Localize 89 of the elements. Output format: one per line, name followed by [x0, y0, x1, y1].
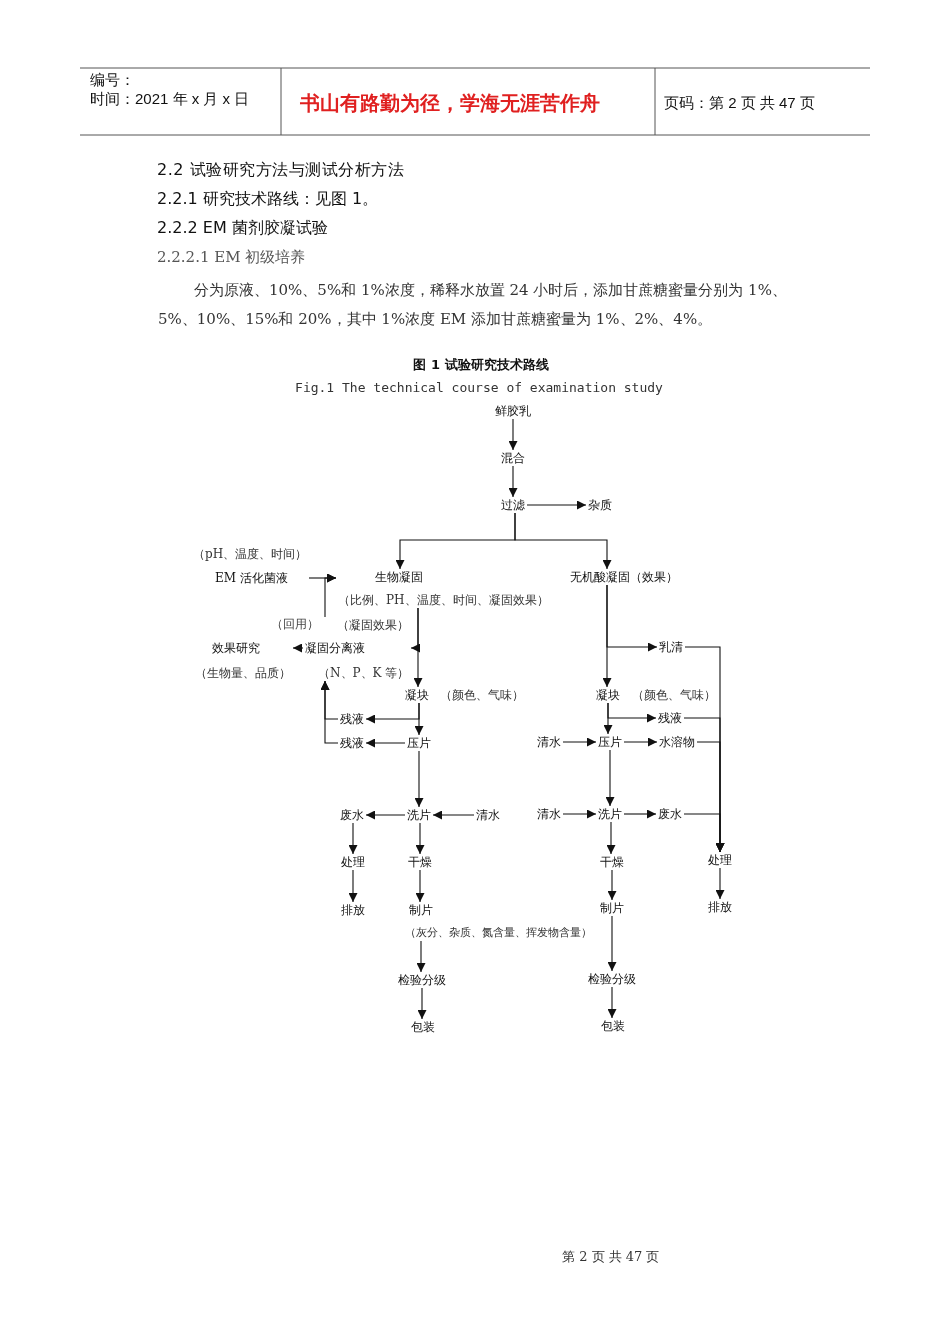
annotation-text: （pH、温度、时间） — [193, 547, 308, 561]
step-label: 包装 — [601, 1019, 625, 1033]
step-label: 生物凝固 — [375, 570, 423, 584]
arrow — [683, 813, 725, 853]
arrow — [324, 573, 337, 618]
date-text: 时间：2021 年 x 月 x 日 — [90, 90, 250, 109]
arrow — [415, 869, 425, 903]
step-label: 制片 — [600, 901, 624, 915]
step-label: 压片 — [407, 736, 431, 750]
step-label: 处理 — [708, 853, 732, 867]
body-paragraph: 分为原液、10%、5%和 1%浓度，稀释水放置 24 小时后，添加甘蔗糖蜜量分别为 1%、5%、10%、15%和 20%，其中 1%浓度 EM 添加甘蔗糖蜜量为 1%、2%、4%。 — [158, 280, 788, 330]
step-label: 残液 — [658, 711, 682, 725]
arrow — [562, 809, 597, 819]
arrow — [292, 643, 304, 653]
annotation-text: （灰分、杂质、氮含量、挥发物含量） — [405, 926, 592, 940]
step-label: 制片 — [409, 903, 433, 917]
annotation-text: （生物量、品质） — [195, 666, 291, 680]
arrow — [606, 821, 616, 855]
step-label: 鲜胶乳 — [495, 404, 531, 418]
page-number-text: 页码：第 2 页 共 47 页 — [664, 94, 815, 113]
page-footer: 第 2 页 共 47 页 — [562, 1248, 660, 1266]
step-label: 过滤 — [501, 498, 525, 512]
step-label: 压片 — [598, 735, 622, 749]
arrow — [508, 418, 518, 451]
step-label: 残液 — [340, 712, 364, 726]
arrow — [623, 737, 658, 747]
arrow — [715, 867, 725, 900]
arrow — [605, 749, 615, 807]
step-label: 清水 — [537, 807, 561, 821]
annotation-text: （N、P、K 等） — [318, 666, 410, 680]
step-label: 检验分级 — [398, 973, 446, 987]
step-label: 干燥 — [600, 855, 624, 869]
step-label: 废水 — [658, 807, 682, 821]
arrow — [348, 869, 358, 903]
section-heading: 2.2.2 EM 菌剂胶凝试验 — [157, 218, 328, 239]
step-label: 凝块 — [596, 688, 620, 702]
arrow — [607, 915, 617, 972]
section-heading: 2.2.2.1 EM 初级培养 — [157, 248, 306, 267]
step-label: 残液 — [340, 736, 364, 750]
step-label: 包装 — [411, 1020, 435, 1034]
arrow — [606, 584, 658, 652]
arrow — [514, 512, 612, 570]
arrow — [365, 810, 406, 820]
figure-caption: Fig.1 The technical course of examination study — [294, 380, 664, 395]
annotation-text: （凝固效果） — [337, 618, 409, 632]
step-label: 效果研究 — [212, 641, 260, 655]
arrow — [320, 680, 339, 744]
arrow — [508, 465, 518, 498]
arrow — [607, 702, 657, 723]
arrow — [417, 987, 427, 1020]
annotation-text: （颜色、气味） — [632, 688, 716, 702]
annotation-text: （比例、PH、温度、时间、凝固效果） — [338, 593, 549, 607]
step-label: 清水 — [537, 735, 561, 749]
arrow — [562, 737, 597, 747]
motto-text: 书山有路勤为径，学海无涯苦作舟 — [300, 90, 600, 117]
arrow — [348, 822, 358, 855]
step-label: 清水 — [476, 808, 500, 822]
step-label: 排放 — [708, 900, 732, 914]
step-label: 排放 — [341, 903, 365, 917]
step-label: 废水 — [340, 808, 364, 822]
step-label: 凝块 — [405, 688, 429, 702]
arrow — [365, 738, 406, 748]
step-label: EM 活化菌液 — [215, 571, 288, 585]
arrow — [607, 986, 617, 1019]
step-label: 水溶物 — [659, 735, 695, 749]
arrow — [623, 809, 657, 819]
step-label: 无机酸凝固（效果） — [570, 570, 678, 584]
step-label: 洗片 — [407, 808, 431, 822]
arrow — [365, 702, 420, 724]
arrow — [526, 500, 587, 510]
step-label: 杂质 — [588, 498, 612, 512]
arrow — [416, 940, 426, 973]
step-label: 混合 — [501, 451, 525, 465]
arrow — [607, 869, 617, 901]
section-heading: 2.2 试验研究方法与测试分析方法 — [157, 160, 405, 181]
arrow — [413, 607, 423, 688]
step-label: 检验分级 — [588, 972, 636, 986]
arrow — [432, 810, 475, 820]
step-label: 乳清 — [659, 640, 683, 654]
step-label: 洗片 — [598, 807, 622, 821]
step-label: 干燥 — [408, 855, 432, 869]
step-label: 凝固分离液 — [305, 641, 365, 655]
form-field-label: 编号： — [90, 71, 135, 90]
arrow — [414, 750, 424, 808]
arrow — [415, 822, 425, 855]
annotation-text: （颜色、气味） — [440, 688, 524, 702]
figure-title: 图 1 试验研究技术路线 — [412, 356, 550, 374]
step-label: 处理 — [341, 855, 365, 869]
section-heading: 2.2.1 研究技术路线：见图 1。 — [157, 189, 379, 210]
